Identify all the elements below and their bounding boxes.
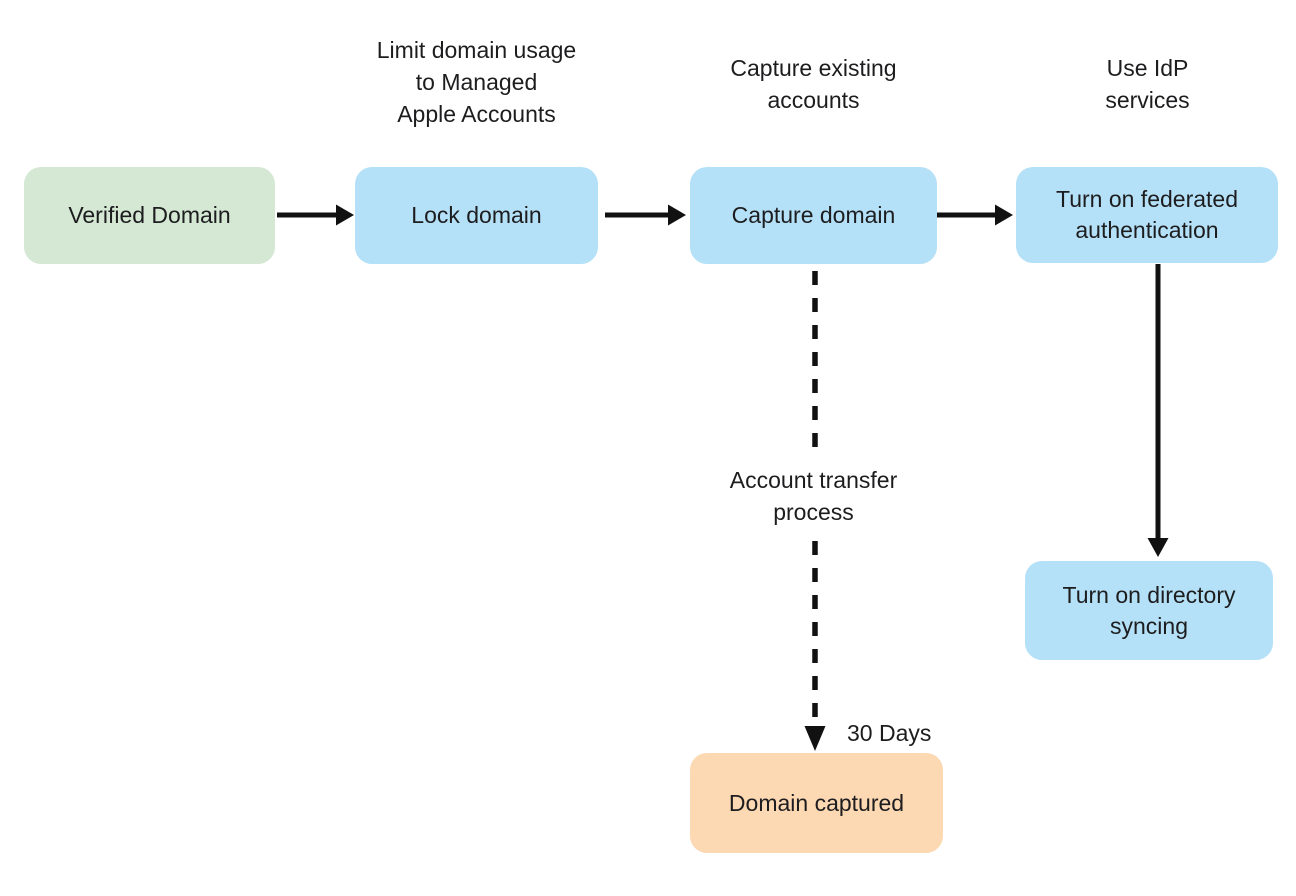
annotation-capture-existing-accounts: Capture existing accounts (730, 55, 897, 113)
annotation-limit-domain-usage: Limit domain usage to Managed Apple Acco… (376, 37, 577, 127)
annotation-use-idp-services: Use IdP services (1105, 55, 1190, 113)
arrow-verified-to-lock-icon (277, 204, 354, 226)
node-capture-domain: Capture domain (690, 167, 937, 264)
node-turn-on-federated-authentication: Turn on federated authentication (1016, 167, 1278, 263)
arrow-federated-to-directory-icon (1147, 264, 1169, 557)
annotation-thirty-days: 30 Days (847, 720, 932, 746)
arrow-capture-to-federated-icon (937, 204, 1013, 226)
node-domain-captured: Domain captured (690, 753, 943, 853)
arrow-lock-to-capture-icon (605, 204, 686, 226)
node-turn-on-directory-syncing: Turn on directory syncing (1025, 561, 1273, 660)
node-lock-domain: Lock domain (355, 167, 598, 264)
annotation-account-transfer-process: Account transfer process (729, 467, 898, 525)
node-verified-domain: Verified Domain (24, 167, 275, 264)
